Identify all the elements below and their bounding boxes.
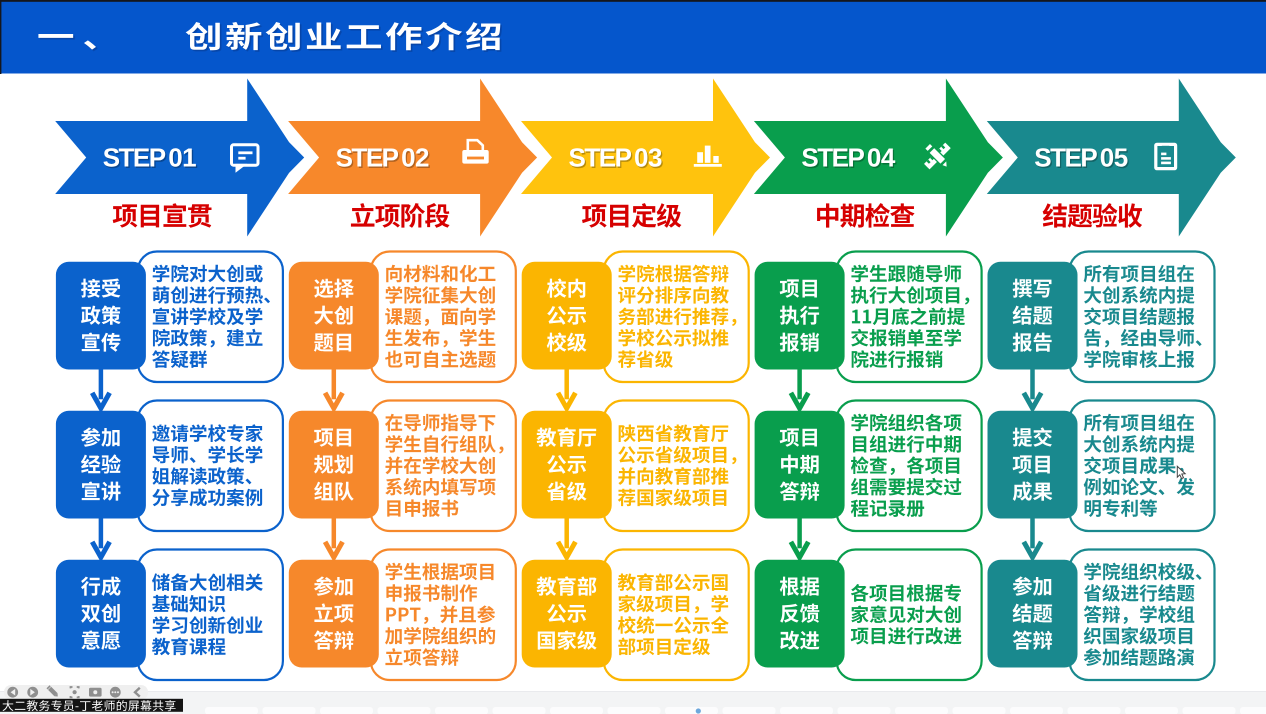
svg-text:STEP: STEP (103, 143, 166, 173)
svg-text:01: 01 (170, 144, 198, 174)
svg-text:STEP: STEP (104, 144, 167, 174)
svg-text:05: 05 (1101, 144, 1129, 174)
svg-text:STEP: STEP (569, 143, 632, 173)
svg-text:05: 05 (1100, 143, 1128, 173)
svg-text:04: 04 (868, 144, 897, 174)
svg-text:STEP: STEP (1034, 143, 1097, 173)
svg-text:STEP: STEP (336, 143, 399, 173)
svg-text:02: 02 (402, 144, 430, 174)
svg-text:02: 02 (401, 143, 429, 173)
svg-text:STEP: STEP (803, 144, 866, 174)
svg-text:STEP: STEP (570, 144, 633, 174)
svg-text:04: 04 (867, 143, 896, 173)
svg-text:STEP: STEP (337, 144, 400, 174)
svg-text:03: 03 (635, 144, 663, 174)
svg-text:STEP: STEP (1036, 144, 1099, 174)
svg-text:03: 03 (634, 143, 662, 173)
svg-text:01: 01 (168, 143, 196, 173)
svg-text:STEP: STEP (801, 143, 864, 173)
